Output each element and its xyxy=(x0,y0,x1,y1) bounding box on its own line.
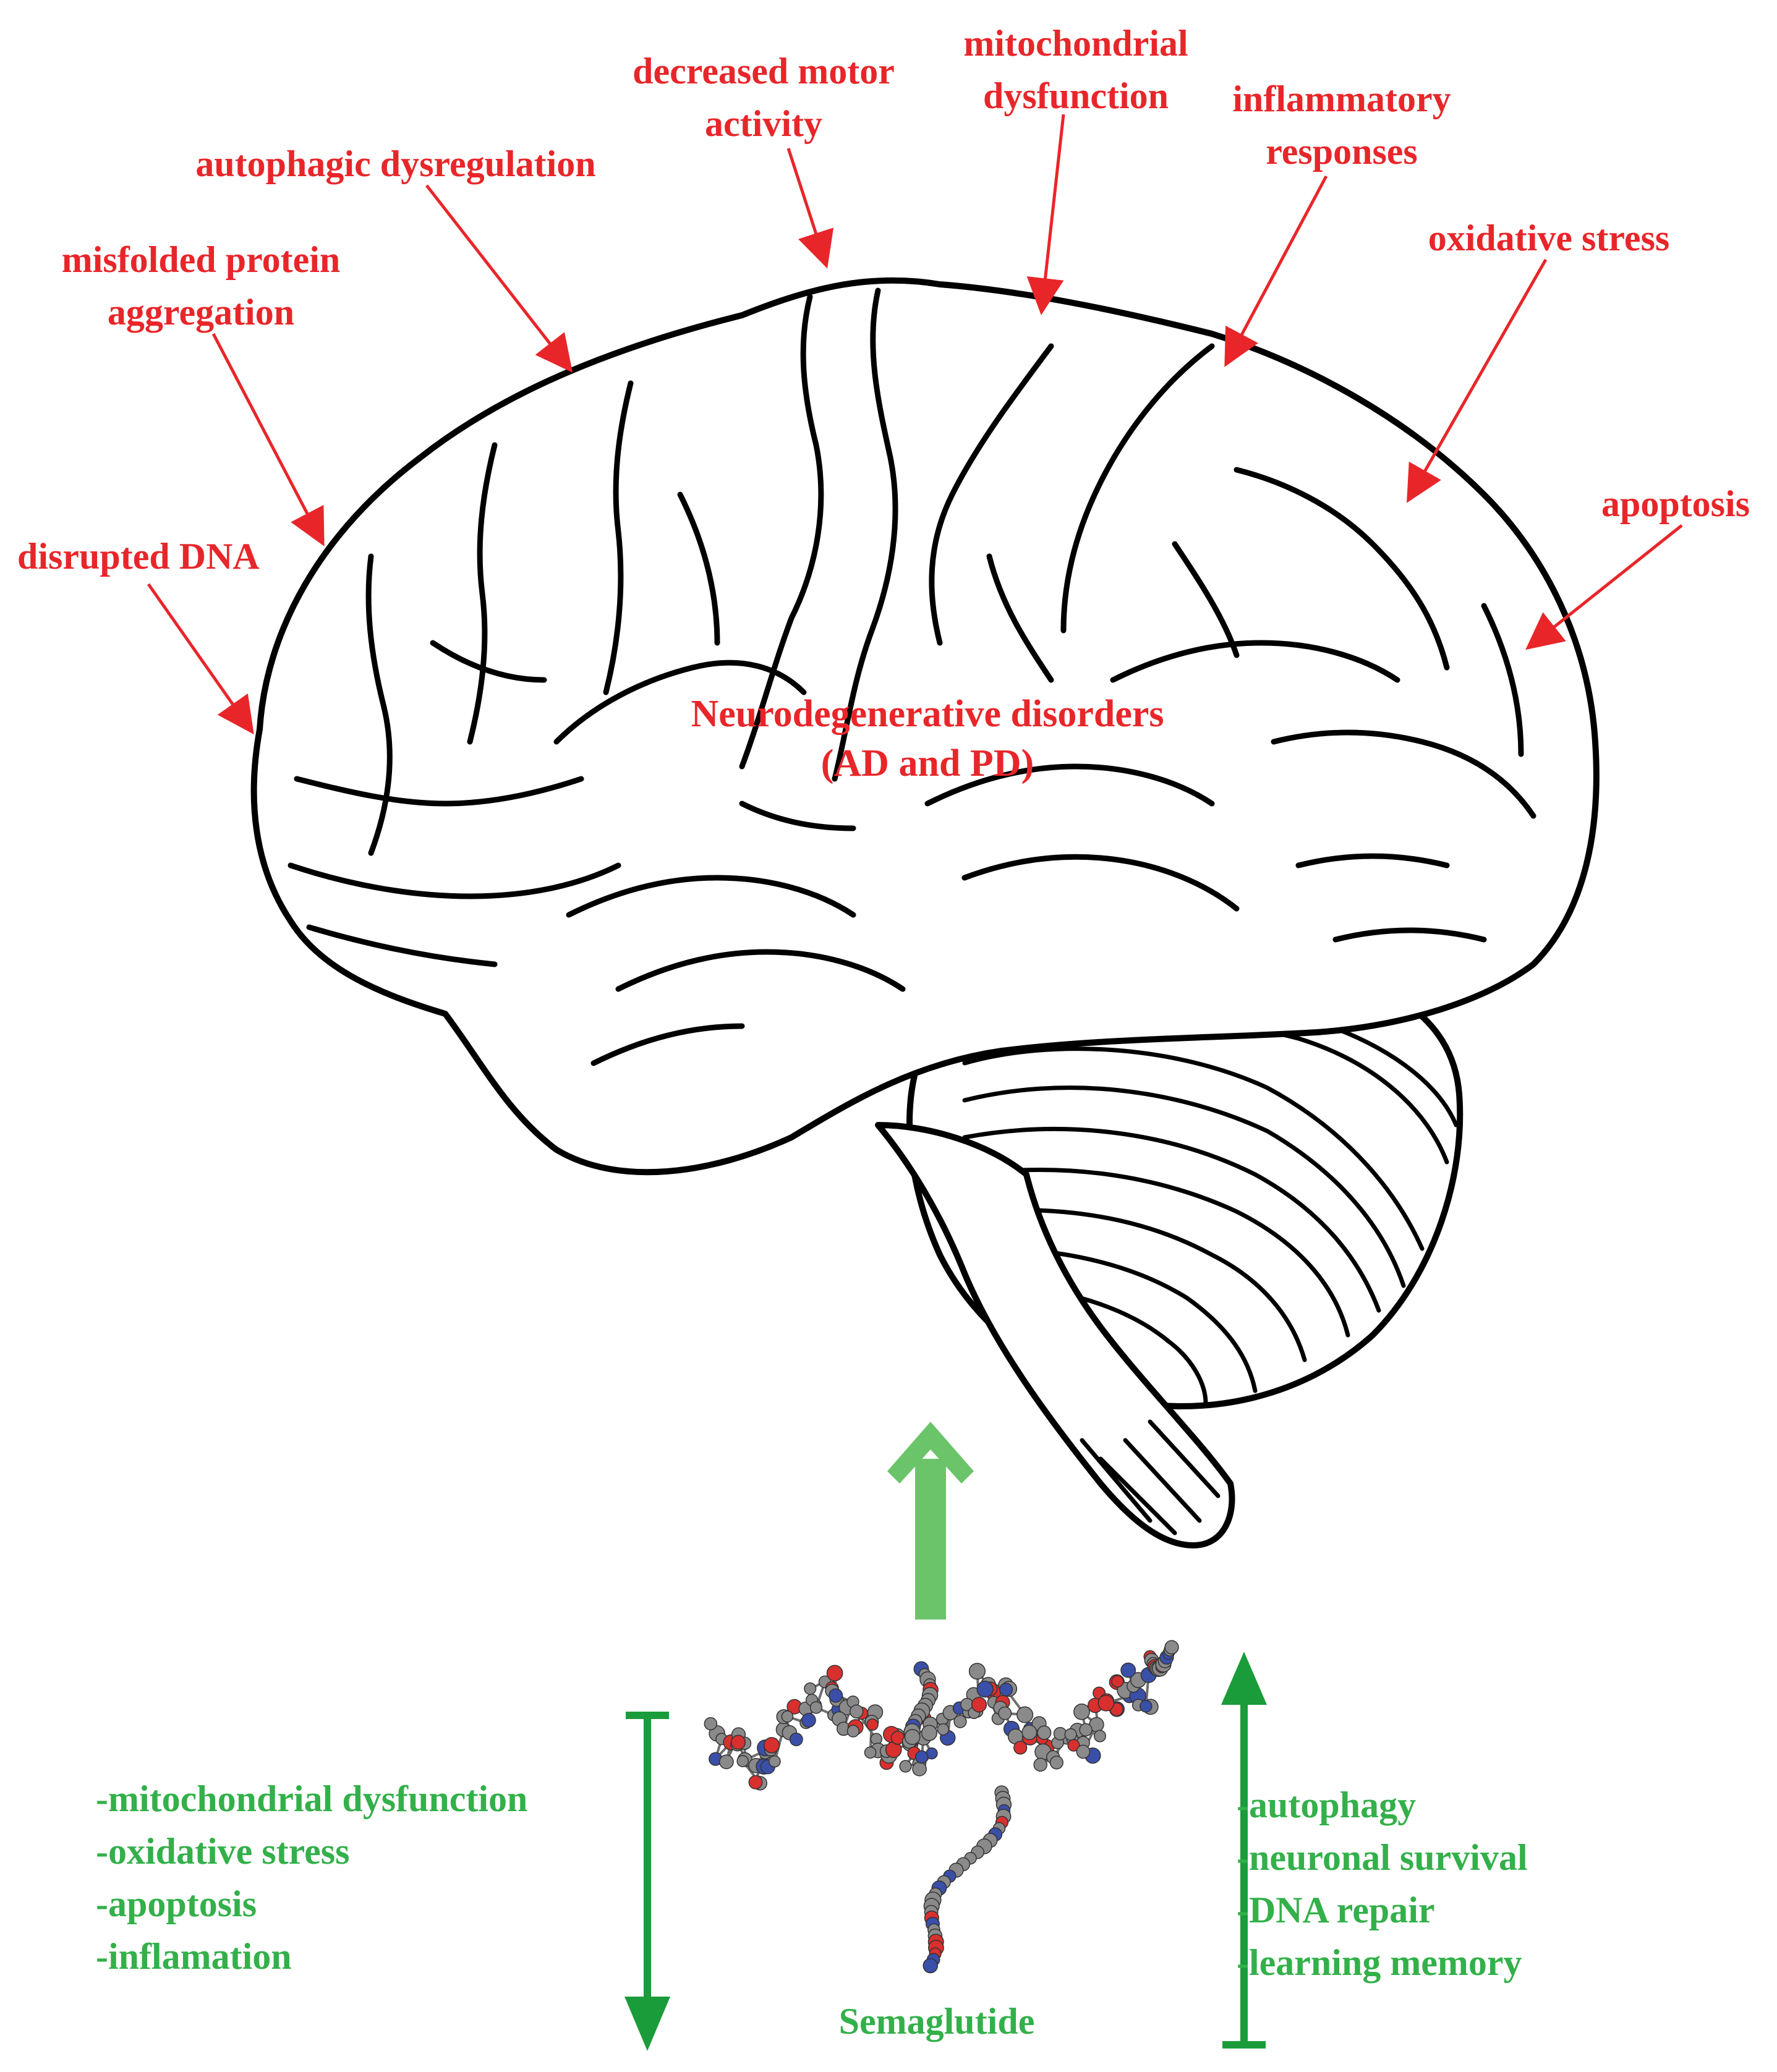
molecule-atom xyxy=(1111,1675,1124,1688)
disorder-title-line1: Neurodegenerative disorders xyxy=(691,693,1164,735)
decreased-effect-2: -oxidative stress xyxy=(96,1831,350,1872)
label-disrupted-dna: disrupted DNA xyxy=(17,536,260,577)
increased-effect-1: -autophagy xyxy=(1237,1785,1416,1825)
molecule-atom xyxy=(904,1729,921,1745)
increased-effect-3: -DNA repair xyxy=(1237,1890,1435,1930)
brain-illustration xyxy=(250,277,1600,1548)
molecule-atom xyxy=(1064,1728,1077,1741)
label-mitochondrial-1: mitochondrial xyxy=(963,23,1188,64)
molecule-atom xyxy=(1067,1739,1080,1752)
molecule-atom xyxy=(999,1683,1013,1697)
label-misfolded-protein-2: aggregation xyxy=(108,292,294,333)
pathology-arrows xyxy=(147,114,1683,735)
arrow-oxidative xyxy=(1407,258,1548,503)
molecule-atom xyxy=(1037,1725,1052,1740)
molecule-atom xyxy=(1049,1756,1063,1770)
arrow-apoptosis xyxy=(1525,524,1683,650)
molecule-atom xyxy=(1079,1723,1093,1737)
molecule-atom xyxy=(736,1755,749,1767)
molecule-atom xyxy=(971,1697,987,1713)
arrow-disrupted-dna xyxy=(147,583,254,735)
arrow-misfolded-protein xyxy=(211,333,325,546)
molecule-atom xyxy=(998,1706,1012,1720)
molecule-atom xyxy=(864,1746,877,1759)
arrow-inflammatory xyxy=(1224,175,1328,367)
increased-effect-4: -learning memory xyxy=(1237,1942,1522,1983)
molecule-atom xyxy=(866,1718,879,1731)
semaglutide-molecule xyxy=(704,1640,1179,1974)
cerebrum xyxy=(250,277,1600,1176)
arrow-decreased-motor xyxy=(786,148,834,269)
molecule-atom xyxy=(899,1760,912,1773)
molecule-atom xyxy=(1013,1741,1028,1755)
molecule-atom xyxy=(923,1958,939,1974)
label-inflammatory-1: inflammatory xyxy=(1232,79,1451,119)
decreased-effect-1: -mitochondrial dysfunction xyxy=(96,1778,527,1819)
molecule-atom xyxy=(1076,1744,1091,1759)
molecule-atom xyxy=(809,1701,823,1714)
increased-effect-2: -neuronal survival xyxy=(1237,1837,1528,1878)
molecule-atom xyxy=(781,1710,794,1723)
molecule-atom xyxy=(801,1713,816,1728)
arrow-autophagic xyxy=(425,184,573,373)
label-inflammatory-2: responses xyxy=(1266,131,1418,172)
label-apoptosis: apoptosis xyxy=(1601,483,1750,524)
molecule-atom xyxy=(921,1725,938,1741)
decreased-effects-list: -mitochondrial dysfunction -oxidative st… xyxy=(96,1778,527,1977)
drug-label: Semaglutide xyxy=(839,2001,1035,2042)
molecule-atom xyxy=(826,1665,843,1682)
molecule-atom xyxy=(704,1717,718,1731)
molecule-atom xyxy=(1164,1640,1179,1655)
increased-effects-list: -autophagy -neuronal survival -DNA repai… xyxy=(1237,1785,1528,1983)
molecule-atom xyxy=(1033,1757,1047,1772)
molecule-atom xyxy=(976,1680,994,1698)
label-decreased-motor-2: activity xyxy=(705,103,822,144)
molecule-atom xyxy=(846,1725,860,1738)
molecule-atom xyxy=(953,1715,967,1728)
brainstem-lines xyxy=(1080,1419,1221,1535)
molecule-atom xyxy=(789,1733,803,1746)
disorder-title-line2: (AD and PD) xyxy=(821,742,1034,784)
molecule-atom xyxy=(912,1761,927,1777)
decreased-effect-3: -apoptosis xyxy=(96,1883,257,1924)
molecule-atom xyxy=(829,1688,843,1703)
molecule-atom xyxy=(769,1755,781,1768)
label-oxidative-stress: oxidative stress xyxy=(1428,218,1670,258)
cerebral-gyri xyxy=(288,287,1536,1066)
arrow-mitochondrial xyxy=(1026,114,1065,315)
increase-bracket xyxy=(1221,1652,1267,2049)
molecule-atom xyxy=(1120,1662,1136,1678)
molecule-atom xyxy=(937,1723,950,1736)
label-decreased-motor-1: decreased motor xyxy=(633,51,895,91)
molecule-atom xyxy=(730,1734,746,1750)
molecule-atom xyxy=(1097,1694,1115,1712)
molecule-atom xyxy=(1073,1703,1090,1720)
big-up-arrow xyxy=(887,1422,974,1620)
molecule-atom xyxy=(718,1754,734,1770)
pathology-labels: disrupted DNA misfolded protein aggregat… xyxy=(17,23,1750,577)
molecule-atom xyxy=(1021,1725,1038,1741)
molecule-atom xyxy=(1016,1706,1034,1723)
molecule-atom xyxy=(763,1737,780,1754)
label-autophagic-dysregulation: autophagic dysregulation xyxy=(195,143,595,184)
decreased-effect-4: -inflamation xyxy=(96,1936,292,1977)
label-misfolded-protein-1: misfolded protein xyxy=(62,239,341,280)
molecule-atom xyxy=(968,1663,986,1680)
molecule-atom xyxy=(1093,1730,1106,1743)
label-mitochondrial-2: dysfunction xyxy=(983,75,1169,116)
molecule-atom xyxy=(1140,1700,1153,1713)
decrease-bracket xyxy=(624,1712,670,2051)
molecule-atom xyxy=(849,1704,864,1719)
molecule-atom xyxy=(748,1775,763,1790)
brainstem xyxy=(875,1122,1235,1548)
molecule-atom xyxy=(915,1750,929,1764)
molecule-atom xyxy=(804,1682,817,1695)
